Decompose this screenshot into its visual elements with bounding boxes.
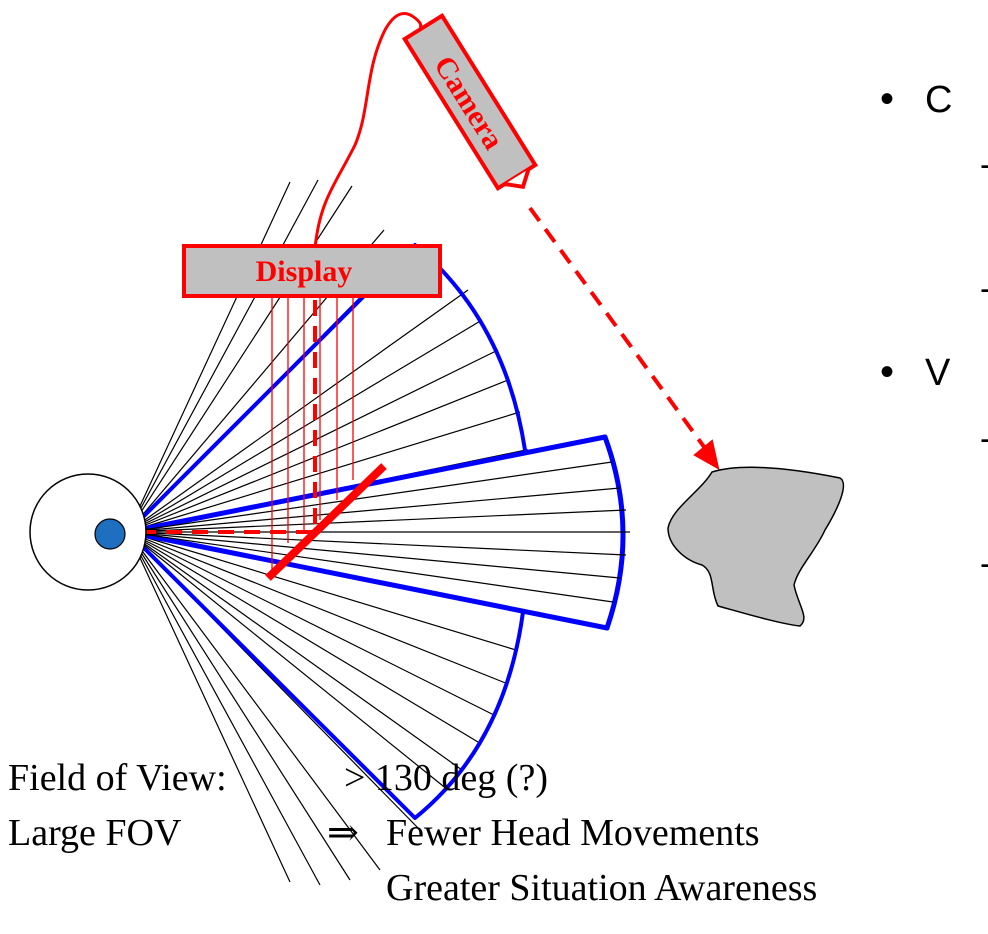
eye-pupil — [94, 518, 126, 550]
sight-line — [127, 289, 469, 533]
sight-line — [127, 531, 509, 685]
large-fov-label: Large FOV — [8, 812, 182, 854]
bullet-2-marker: - — [980, 146, 988, 184]
sight-line — [127, 379, 509, 533]
bullet-4-marker: • — [880, 350, 894, 394]
sight-line — [127, 531, 321, 886]
camera: Camera — [401, 12, 539, 192]
bullet-3-marker: - — [980, 270, 988, 308]
sight-line — [127, 319, 483, 533]
benefit-situation-awareness: Greater Situation Awareness — [386, 867, 817, 909]
wedge-sight-line — [127, 487, 621, 533]
sight-line — [127, 531, 463, 771]
sight-line — [127, 179, 319, 533]
wedge-sight-line — [127, 531, 627, 556]
eye-outline — [29, 473, 147, 591]
bullet-1-text: C — [925, 79, 952, 121]
wedge-sight-line — [127, 531, 621, 579]
arrowhead-icon — [693, 439, 720, 470]
camera-lens — [504, 168, 531, 190]
display-label: Display — [256, 255, 353, 288]
bullet-1-marker: • — [880, 77, 894, 121]
sight-line — [127, 531, 449, 791]
sight-line — [127, 531, 495, 716]
sight-line — [127, 185, 353, 533]
bullet-4-text: V — [925, 352, 951, 394]
beam-combiner — [265, 463, 387, 581]
display-box — [182, 244, 442, 298]
wedge-sight-lines — [127, 461, 630, 603]
bullet-5-marker: - — [980, 420, 988, 458]
caption: Field of View: > 130 deg (?) Large FOV ⇒… — [8, 757, 817, 909]
sight-line — [127, 531, 381, 871]
camera-body — [401, 12, 539, 192]
fov-value: > 130 deg (?) — [344, 757, 548, 799]
wedge-sight-line — [127, 461, 613, 533]
camera-view-arrow — [528, 206, 720, 470]
sight-line — [127, 531, 479, 743]
benefit-head-movements: Fewer Head Movements — [386, 812, 760, 854]
camera-cable — [313, 12, 423, 249]
sight-line — [127, 531, 351, 881]
wedge-sight-line — [127, 509, 627, 533]
bullet-list: • C - - • V - - — [880, 77, 988, 583]
sight-line — [127, 531, 291, 883]
sight-line — [127, 531, 517, 651]
display-projection-lines — [271, 298, 354, 570]
world-object — [667, 466, 845, 627]
wedge-sight-line — [127, 531, 614, 603]
sight-line — [127, 411, 521, 533]
sight-line — [127, 181, 291, 533]
bullet-6-marker: - — [980, 545, 988, 583]
fov-label: Field of View: — [8, 757, 227, 799]
fov-lower-boundary — [126, 530, 525, 820]
implies-arrow: ⇒ — [327, 812, 359, 854]
optical-path — [128, 300, 317, 534]
